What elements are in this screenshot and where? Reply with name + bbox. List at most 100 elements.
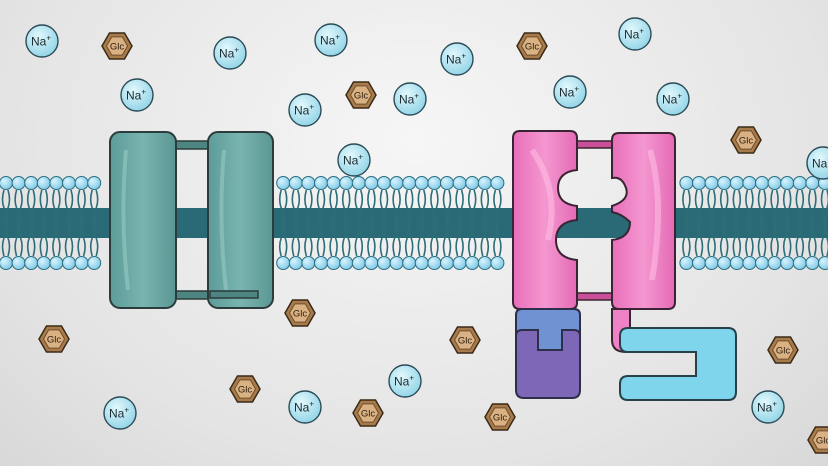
lipid-head <box>0 176 13 190</box>
lipid-head <box>414 176 429 190</box>
lipid-heads <box>0 176 828 270</box>
lipid-head <box>704 256 719 270</box>
sodium-ion: Na+ <box>388 364 422 398</box>
lipid-head <box>742 176 757 190</box>
lipid-head <box>440 176 454 190</box>
glucose-label: Glc <box>293 309 308 320</box>
lipid-head <box>792 256 807 270</box>
sodium-label: Na+ <box>624 27 644 42</box>
lipid-head <box>679 176 694 190</box>
lipid-head <box>87 256 102 270</box>
sodium-label: Na+ <box>320 33 340 48</box>
sodium-label: Na+ <box>662 92 682 107</box>
lipid-head <box>364 176 379 190</box>
lipid-head <box>288 176 303 190</box>
lipid-head <box>692 176 706 190</box>
lipid-head <box>389 256 404 270</box>
lipid-head <box>377 256 391 270</box>
glucose-molecule: Glc <box>730 126 762 154</box>
lipid-head <box>717 176 732 190</box>
sodium-ion: Na+ <box>656 82 690 116</box>
lipid-head <box>490 256 505 270</box>
lipid-head <box>276 256 291 270</box>
lipid-head <box>0 256 13 270</box>
lipid-head <box>427 256 442 270</box>
sodium-label: Na+ <box>109 406 129 421</box>
sodium-ion: Na+ <box>393 82 427 116</box>
sodium-ions: Na+ Na+ Na+ Na+ Na+ Na+ Na+ Na+ Na+ Na+ Na+ Na+ Na+ N… <box>25 17 828 430</box>
sodium-label: Na+ <box>219 46 239 61</box>
glucose-molecule: Glc <box>345 81 377 109</box>
glucose-molecule: Glc <box>352 399 384 427</box>
glucose-molecule: Glc <box>516 32 548 60</box>
sodium-label: Na+ <box>294 103 314 118</box>
lipid-head <box>755 256 769 270</box>
sodium-label: Na+ <box>559 85 579 100</box>
lipid-head <box>402 256 417 270</box>
lipid-head <box>288 256 303 270</box>
atpase-unit <box>515 308 581 399</box>
sodium-ion: Na+ <box>314 23 348 57</box>
lipid-head <box>389 176 404 190</box>
lipid-head <box>49 256 64 270</box>
sodium-label: Na+ <box>126 88 146 103</box>
glucose-label: Glc <box>776 346 791 357</box>
lipid-head <box>818 256 828 270</box>
lipid-head <box>339 256 354 270</box>
glucose-label: Glc <box>493 413 508 424</box>
lipid-head <box>36 256 51 270</box>
glucose-molecule: Glc <box>449 326 481 354</box>
sodium-ion: Na+ <box>288 93 322 127</box>
glucose-label: Glc <box>47 335 62 346</box>
lipid-head <box>402 176 417 190</box>
lipid-head <box>717 256 732 270</box>
lipid-head <box>780 176 795 190</box>
sodium-ion: Na+ <box>751 390 785 424</box>
lipid-head <box>729 256 744 270</box>
sodium-label: Na+ <box>399 92 419 107</box>
lipid-head <box>326 256 341 270</box>
sodium-ion: Na+ <box>337 143 371 177</box>
transporter-subunit-right <box>611 132 676 310</box>
lipid-head <box>87 176 102 190</box>
channel-protein <box>109 131 274 309</box>
lipid-head <box>301 256 316 270</box>
lipid-head <box>679 256 694 270</box>
sodium-label: Na+ <box>294 400 314 415</box>
lipid-head <box>755 176 769 190</box>
transporter-subunit-left <box>512 130 578 310</box>
lipid-head <box>729 176 744 190</box>
sodium-ion: Na+ <box>440 42 474 76</box>
glucose-label: Glc <box>816 436 828 447</box>
lipid-head <box>24 256 39 270</box>
lipid-tails <box>1 189 828 257</box>
lipid-head <box>314 256 328 270</box>
lipid-head <box>427 176 442 190</box>
lipid-head <box>326 176 341 190</box>
glucose-molecule: Glc <box>284 299 316 327</box>
sodium-ion: Na+ <box>806 146 828 180</box>
lipid-head <box>452 176 467 190</box>
sodium-ion: Na+ <box>213 36 247 70</box>
lipid-head <box>36 176 51 190</box>
lipid-head <box>377 176 391 190</box>
lipid-head <box>339 176 354 190</box>
sodium-label: Na+ <box>812 156 828 171</box>
lipid-head <box>11 256 26 270</box>
sodium-ion: Na+ <box>25 24 59 58</box>
lipid-head <box>477 176 492 190</box>
glucose-label: Glc <box>238 385 253 396</box>
sodium-ion: Na+ <box>618 17 652 51</box>
lipid-head <box>11 176 26 190</box>
glucose-molecule: Glc <box>229 375 261 403</box>
channel-subunit-right <box>207 131 274 309</box>
lipid-head <box>276 176 291 190</box>
lipid-head <box>465 176 480 190</box>
lipid-head <box>24 176 39 190</box>
sodium-ion: Na+ <box>288 390 322 424</box>
lipid-head <box>805 256 820 270</box>
pink-transporter <box>512 130 676 310</box>
lipid-head <box>767 256 782 270</box>
